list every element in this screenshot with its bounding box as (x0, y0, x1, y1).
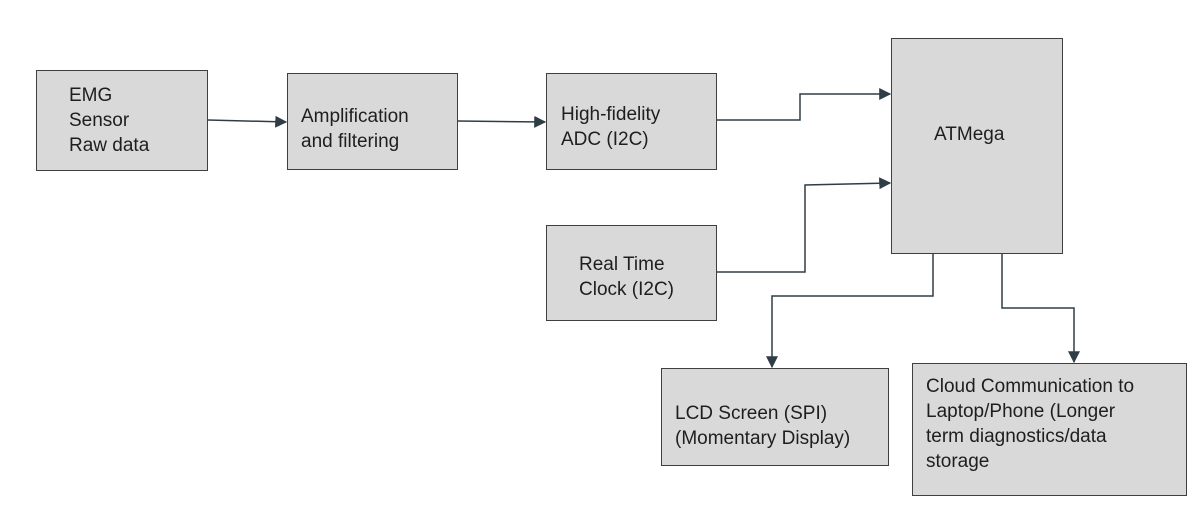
amplification-line-2: and filtering (301, 131, 400, 152)
connector-amplification-to-adc (457, 115, 547, 128)
cloud-line-4: storage (926, 451, 990, 472)
lcd-line-2: (Momentary Display) (675, 428, 851, 449)
emg-sensor-line-2: Sensor (69, 110, 130, 131)
adc-block: High-fidelity ADC (I2C) (546, 73, 717, 170)
atmega-label: ATMega (934, 124, 1005, 145)
cloud-block: Cloud Communication to Laptop/Phone (Lon… (912, 363, 1187, 496)
rtc-block: Real Time Clock (I2C) (546, 225, 717, 321)
adc-line-2: ADC (I2C) (561, 129, 649, 150)
cloud-line-1: Cloud Communication to (926, 376, 1135, 397)
atmega-block: ATMega (891, 38, 1063, 254)
cloud-line-3: term diagnostics/data (926, 426, 1107, 447)
amplification-line-1: Amplification (301, 106, 409, 127)
connector-atmega-to-lcd (766, 254, 934, 369)
lcd-line-1: LCD Screen (SPI) (675, 403, 828, 424)
amplification-block: Amplification and filtering (287, 73, 458, 170)
connector-rtc-to-atmega (717, 177, 892, 273)
adc-line-1: High-fidelity (561, 104, 661, 125)
connector-emg-to-amplification (207, 115, 288, 128)
emg-sensor-line-1: EMG (69, 85, 113, 106)
connector-atmega-to-cloud (1001, 254, 1080, 364)
emg-sensor-block: EMG Sensor Raw data (36, 70, 208, 171)
rtc-line-2: Clock (I2C) (579, 279, 675, 300)
rtc-line-1: Real Time (579, 254, 665, 275)
emg-sensor-line-3: Raw data (69, 135, 150, 156)
cloud-line-2: Laptop/Phone (Longer (926, 401, 1116, 422)
connector-adc-to-atmega (717, 88, 892, 121)
lcd-block: LCD Screen (SPI) (Momentary Display) (661, 368, 889, 466)
